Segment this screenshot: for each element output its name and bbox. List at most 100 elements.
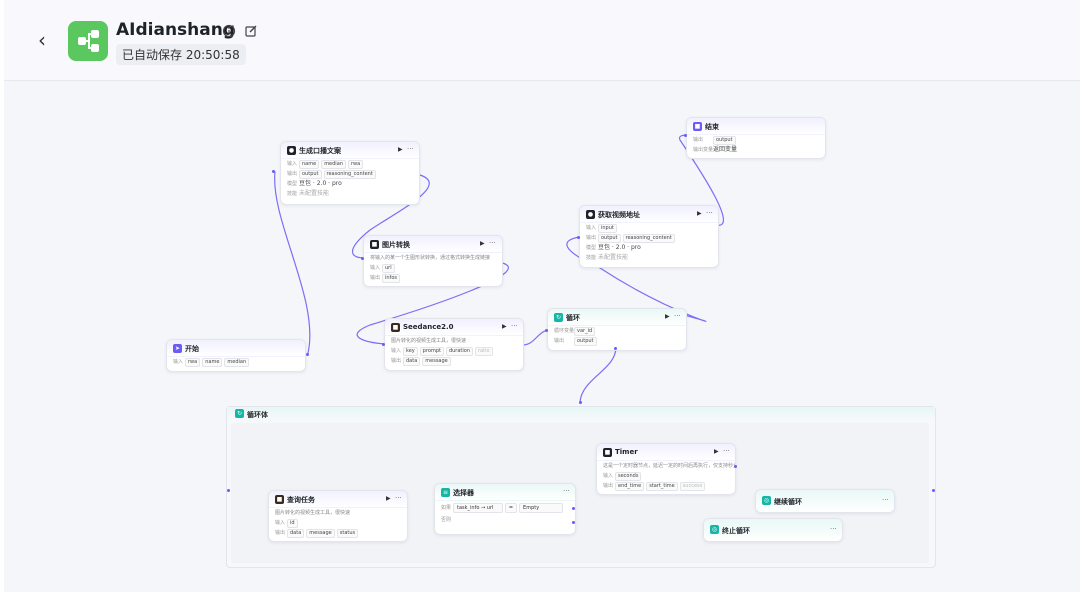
more-icon[interactable]: ··· bbox=[882, 496, 889, 504]
node-title: 获取视频地址 bbox=[598, 211, 640, 219]
var-tag: name bbox=[202, 358, 223, 367]
info-icon[interactable] bbox=[222, 24, 236, 38]
input-handle[interactable] bbox=[382, 343, 385, 346]
field-label: 技能 bbox=[586, 255, 597, 261]
field-label: 否则 bbox=[441, 517, 452, 523]
more-icon[interactable]: ··· bbox=[674, 312, 681, 320]
input-handle[interactable] bbox=[684, 134, 687, 137]
loop-end-handle[interactable] bbox=[932, 489, 935, 492]
var-tag: median bbox=[321, 160, 346, 169]
run-icon[interactable]: ▶ bbox=[714, 448, 719, 455]
var-tag: data bbox=[287, 529, 305, 538]
save-status-badge: 已自动保存 20:50:58 bbox=[116, 44, 246, 65]
plugin-icon: ■ bbox=[370, 240, 379, 249]
var-tag: rwa bbox=[347, 160, 364, 169]
node-title: 图片转换 bbox=[382, 241, 410, 249]
var-tag: start_time bbox=[646, 482, 678, 491]
condition-operator-select[interactable]: = bbox=[504, 503, 518, 513]
node-image[interactable]: ■ 图片转换 ▶ ··· 将输入的某一个生图形状转换，通过格式转换生成链接 输入… bbox=[363, 235, 503, 287]
loop-body-group[interactable]: ↻ 循环体 bbox=[226, 406, 936, 568]
field-label: 模型 bbox=[287, 181, 298, 187]
input-handle[interactable] bbox=[361, 257, 364, 260]
input-handle[interactable] bbox=[272, 170, 275, 173]
run-icon[interactable]: ▶ bbox=[665, 313, 670, 320]
more-icon[interactable]: ··· bbox=[395, 494, 402, 502]
plugin-icon: ■ bbox=[391, 323, 400, 332]
stop-icon: ◎ bbox=[710, 525, 719, 534]
node-timer[interactable]: ■ Timer ▶ ··· 这是一个定时器节点，延迟一定的时间后再执行，仅支持秒… bbox=[596, 443, 736, 495]
more-icon[interactable]: ··· bbox=[563, 487, 570, 495]
branch-icon: ≡ bbox=[441, 488, 450, 497]
node-description: 图片转化的视频生成工具，很快速 bbox=[391, 338, 467, 344]
back-icon[interactable]: ‹ bbox=[38, 28, 46, 52]
more-icon[interactable]: ··· bbox=[706, 209, 713, 217]
field-label: 输出 bbox=[586, 235, 597, 241]
header: ‹ AIdianshang 已自动保存 20:50:58 bbox=[4, 0, 1080, 81]
input-handle[interactable] bbox=[577, 236, 580, 239]
field-label: 输出变量 bbox=[693, 147, 714, 153]
var-tag: status bbox=[336, 529, 359, 538]
node-title: 终止循环 bbox=[722, 527, 750, 535]
node-description: 这是一个定时器节点，延迟一定的时间后再执行，仅支持秒为单位的时间设置 bbox=[603, 463, 735, 469]
run-icon[interactable]: ▶ bbox=[398, 146, 403, 153]
node-continue[interactable]: ◎ 继续循环 ··· bbox=[755, 489, 895, 513]
var-tag: id bbox=[287, 519, 298, 528]
continue-icon: ◎ bbox=[762, 496, 771, 505]
output-handle[interactable] bbox=[572, 521, 575, 524]
reply-value: 返回变量 bbox=[713, 146, 738, 153]
var-tag: output bbox=[299, 170, 322, 179]
run-icon[interactable]: ▶ bbox=[502, 323, 507, 330]
var-tag: rwa bbox=[185, 358, 201, 367]
node-title: Seedance2.0 bbox=[403, 323, 454, 331]
field-label: 输出 bbox=[275, 530, 286, 536]
input-handle[interactable] bbox=[579, 401, 582, 404]
field-label: 输出 bbox=[370, 275, 381, 281]
condition-field-select[interactable]: task_info → url bbox=[453, 503, 503, 513]
run-icon[interactable]: ▶ bbox=[697, 210, 702, 217]
more-icon[interactable]: ··· bbox=[407, 145, 414, 153]
output-handle[interactable] bbox=[572, 507, 575, 510]
more-icon[interactable]: ··· bbox=[511, 322, 518, 330]
node-title: 生成口播文案 bbox=[299, 147, 341, 155]
workflow-icon bbox=[78, 30, 99, 52]
page-title: AIdianshang bbox=[116, 20, 236, 40]
run-icon[interactable]: ▶ bbox=[386, 495, 391, 502]
more-icon[interactable]: ··· bbox=[489, 239, 496, 247]
output-handle[interactable] bbox=[306, 353, 309, 356]
skill-value: 未配置技能 bbox=[598, 254, 629, 261]
more-icon[interactable]: ··· bbox=[830, 525, 837, 533]
var-tag: output bbox=[598, 234, 621, 243]
skill-value: 未配置技能 bbox=[299, 190, 330, 197]
more-icon[interactable]: ··· bbox=[723, 447, 730, 455]
field-label: 技能 bbox=[287, 191, 298, 197]
node-title: 循环体 bbox=[247, 411, 268, 419]
field-label: 输入 bbox=[391, 348, 402, 354]
node-description: 图片转化的视频生成工具，很快速 bbox=[275, 510, 351, 516]
var-tag: key bbox=[403, 347, 418, 356]
run-icon[interactable]: ▶ bbox=[480, 240, 485, 247]
model-value: 豆包 · 2.0 · pro bbox=[299, 180, 342, 187]
var-tag: ratio bbox=[475, 347, 493, 356]
loop-start-handle[interactable] bbox=[227, 489, 230, 492]
model-value: 豆包 · 2.0 · pro bbox=[598, 244, 641, 251]
field-label: 输出 bbox=[287, 171, 298, 177]
condition-value-input[interactable]: Empty bbox=[519, 503, 564, 513]
var-tag: reasoning_content bbox=[622, 234, 675, 243]
output-handle[interactable] bbox=[734, 465, 737, 468]
field-label: 输入 bbox=[173, 359, 184, 365]
output-handle[interactable] bbox=[614, 347, 617, 350]
node-title: 查询任务 bbox=[287, 496, 315, 504]
input-handle[interactable] bbox=[545, 329, 548, 332]
node-stop[interactable]: ◎ 终止循环 ··· bbox=[703, 518, 843, 542]
var-tag: prompt bbox=[419, 347, 444, 356]
llm-icon: ● bbox=[287, 146, 296, 155]
edit-icon[interactable] bbox=[244, 24, 258, 38]
